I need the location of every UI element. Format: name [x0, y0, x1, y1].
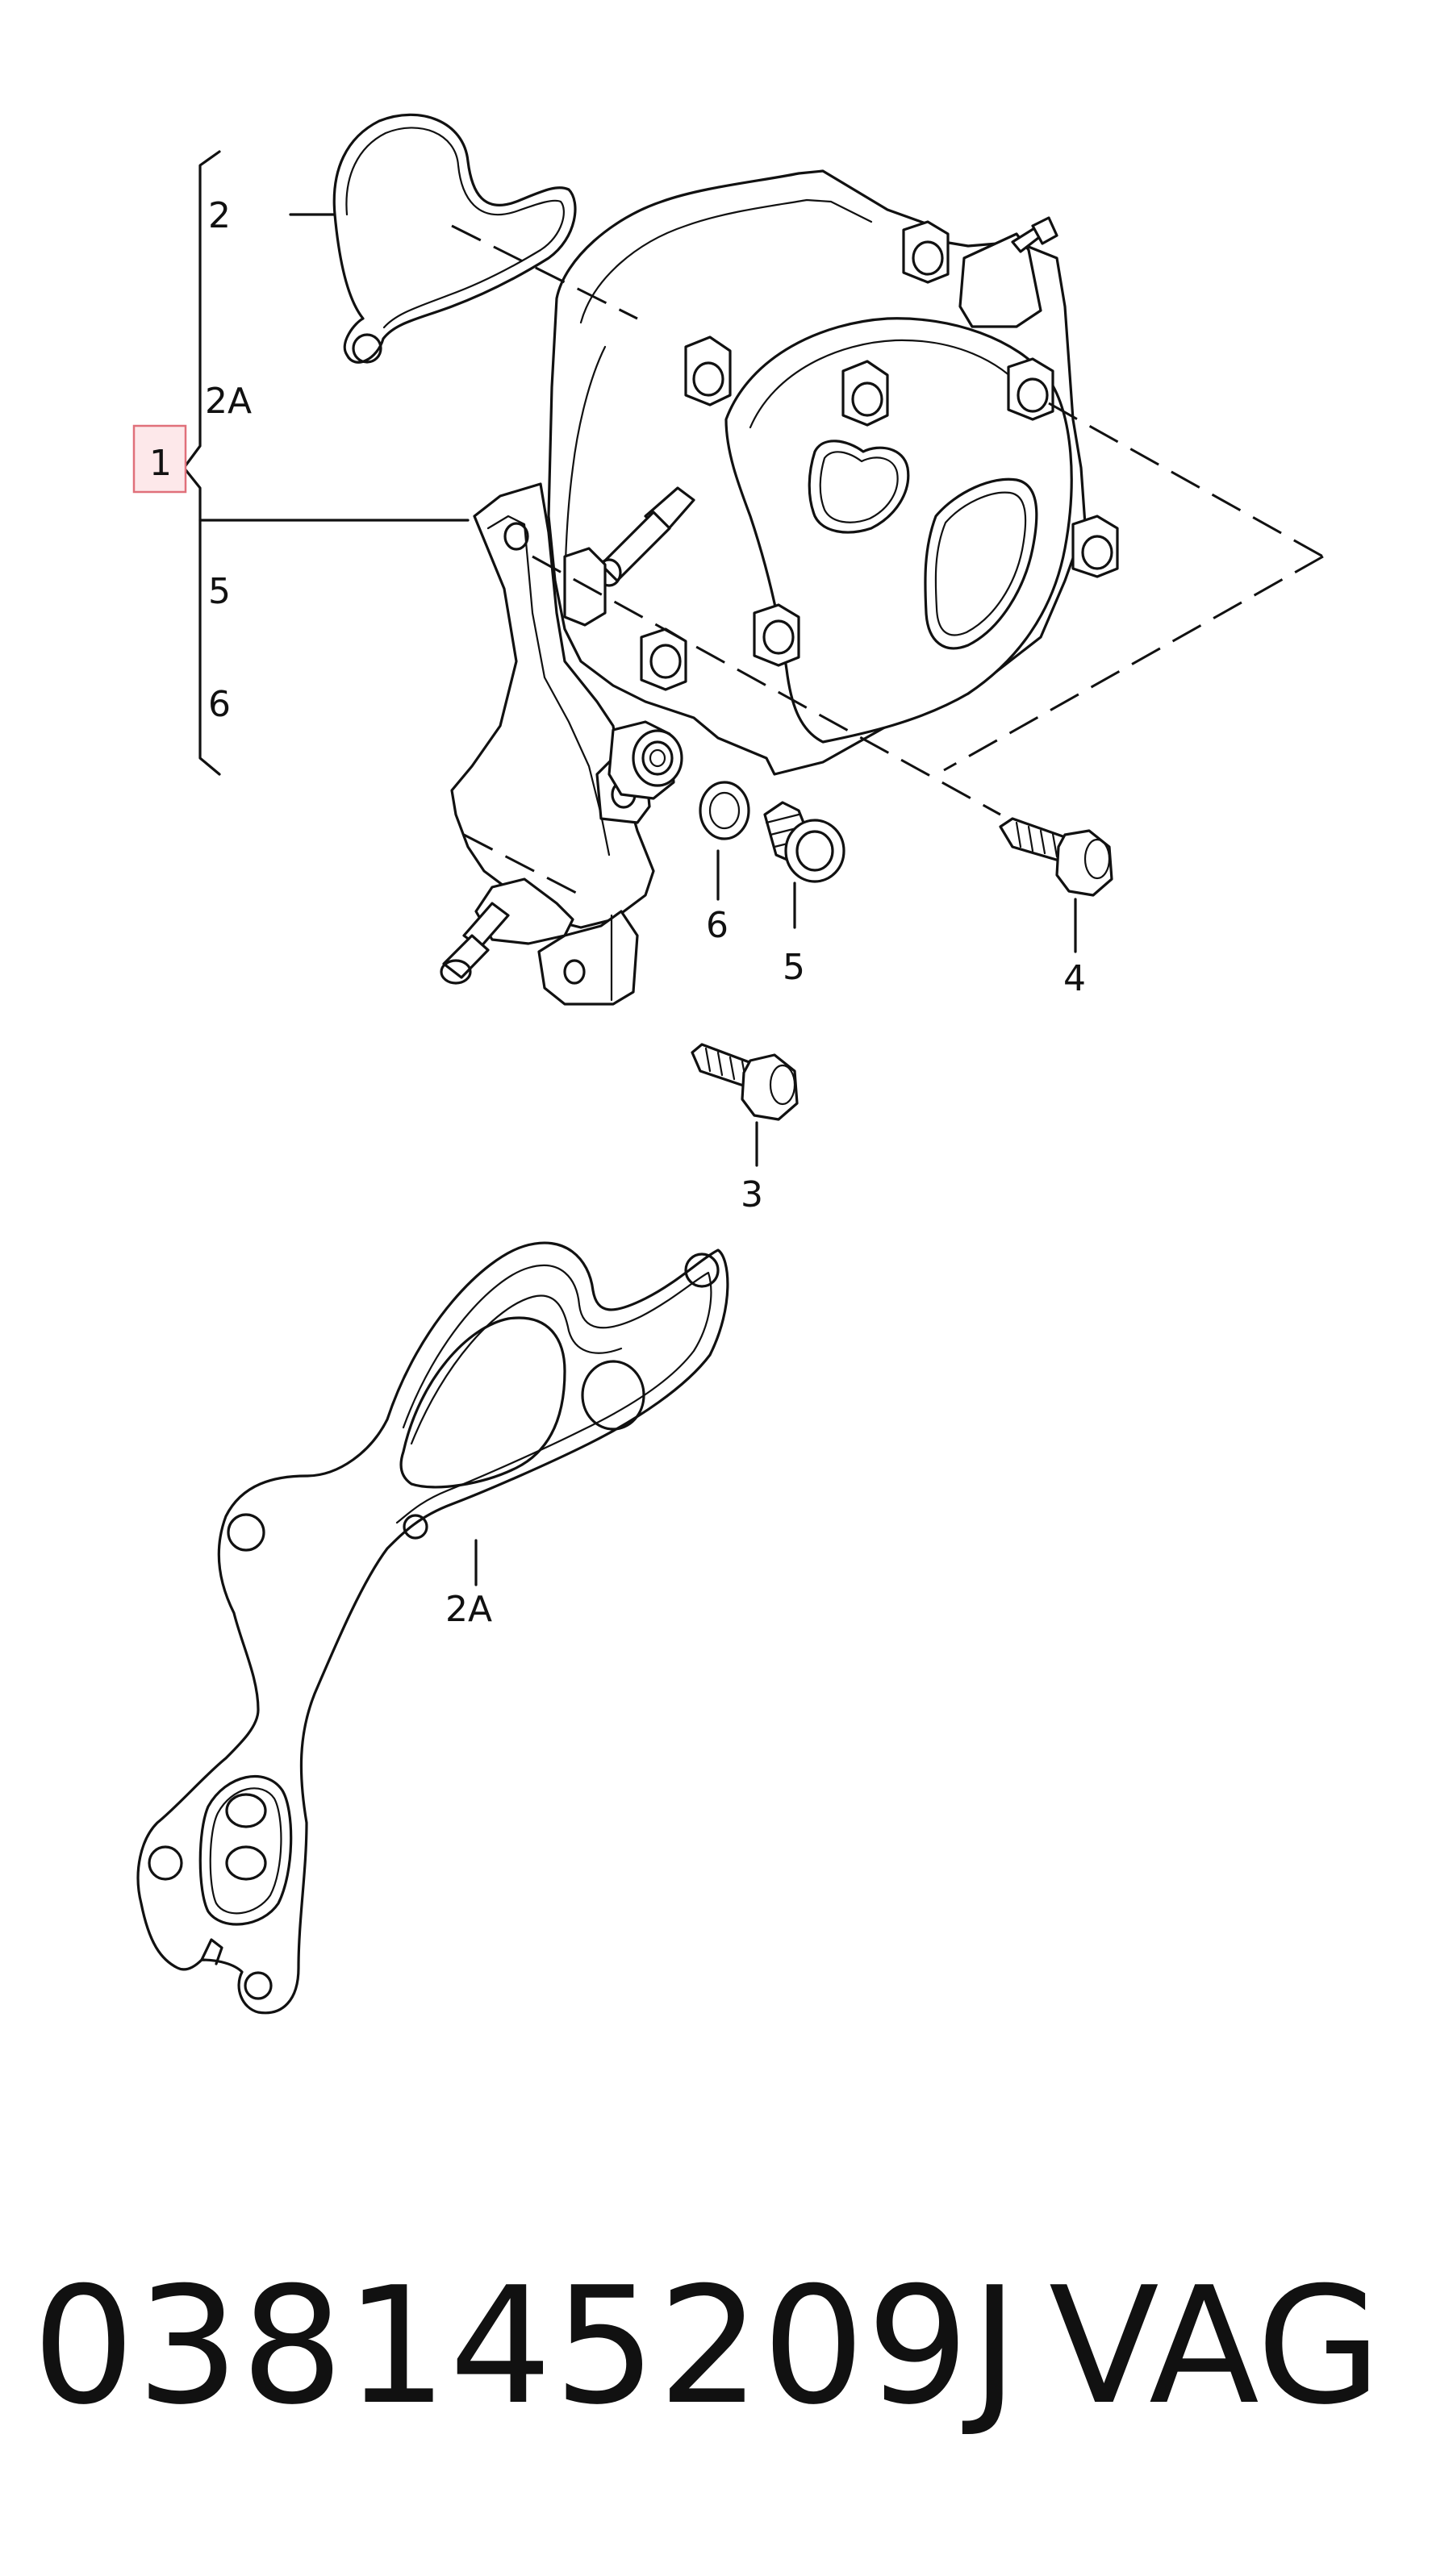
callout-6[interactable]: 6 [706, 905, 729, 946]
gasket-2 [332, 113, 577, 364]
vacuum-pump [440, 169, 1119, 1006]
leader-dashes [451, 224, 1324, 897]
callout-2a-top[interactable]: 2A [205, 381, 252, 422]
group-bracket [182, 150, 470, 776]
gasket-2a [136, 1241, 729, 2015]
part-number: 038145209J [32, 2253, 1021, 2441]
brand-name: VAG [1049, 2253, 1382, 2441]
bolt-4 [999, 817, 1113, 953]
callout-4[interactable]: 4 [1063, 958, 1086, 999]
group-1-highlight[interactable] [132, 424, 187, 494]
callout-2a-bottom[interactable]: 2A [445, 1589, 492, 1630]
callout-5-top[interactable]: 5 [208, 571, 231, 612]
callout-6-top[interactable]: 6 [208, 684, 231, 725]
bolt-3 [691, 1043, 799, 1167]
seal-6 [699, 781, 750, 901]
callout-3[interactable]: 3 [741, 1174, 763, 1215]
mounting-bosses [640, 220, 1119, 691]
callout-1[interactable]: 1 [149, 443, 172, 484]
footer: 038145209J VAG [0, 2242, 1432, 2452]
plug-5 [763, 801, 845, 929]
callout-2[interactable]: 2 [208, 195, 231, 236]
callout-5[interactable]: 5 [783, 947, 805, 988]
exploded-parts-diagram: 1 2 2A 5 6 [132, 113, 1324, 2015]
